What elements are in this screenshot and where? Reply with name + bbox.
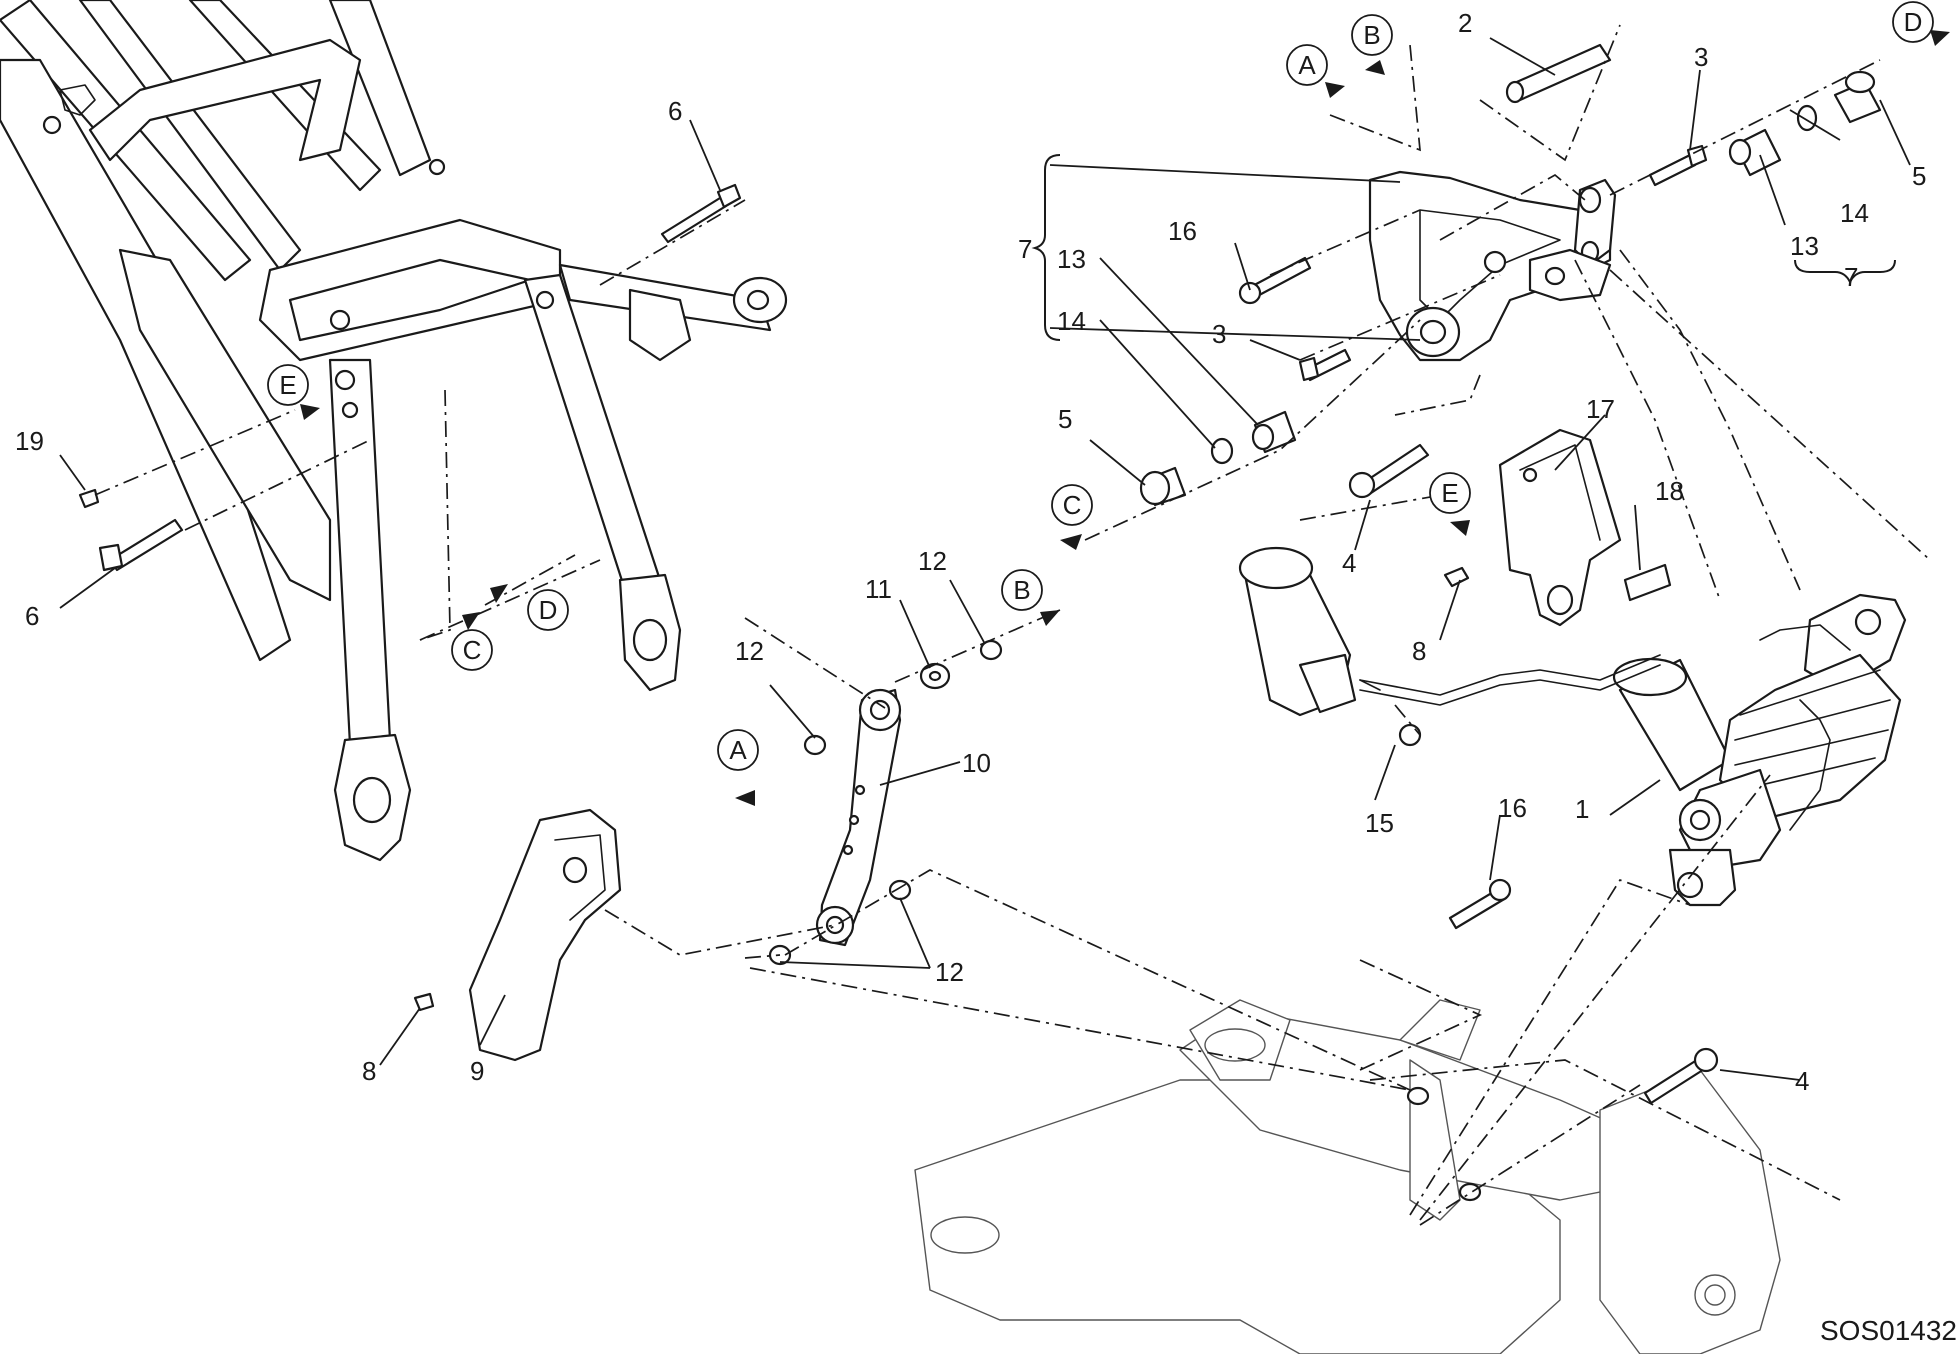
callout-labels: 1 2 3 3 4 4 5 5 6 6 7 7 8 8 9 10 11 12 1…: [15, 8, 1926, 1096]
callout-3-lower: 3: [1212, 319, 1226, 349]
callout-13-right: 13: [1790, 231, 1819, 261]
callout-19: 19: [15, 426, 44, 456]
svg-text:B: B: [1363, 20, 1380, 50]
clip-18: [1623, 563, 1672, 602]
callout-7-group: 7: [1844, 262, 1858, 292]
ref-D-frame: D: [527, 589, 569, 631]
ref-A-upper: A: [1286, 44, 1328, 86]
tie-rod: [815, 688, 902, 947]
callout-16-lower: 16: [1498, 793, 1527, 823]
callout-8-right: 8: [1412, 636, 1426, 666]
callout-13-left: 13: [1057, 244, 1086, 274]
bolt-4-lower: [1643, 1047, 1719, 1105]
spacer-5-left: [1139, 466, 1187, 507]
ref-E-bracket: E: [1429, 472, 1471, 514]
callout-2: 2: [1458, 8, 1472, 38]
bolt-6-lower: [98, 518, 184, 572]
spacer-5-right: [1833, 70, 1882, 124]
bolt-16-lower: [1448, 878, 1512, 930]
washer-14-right: [1796, 104, 1818, 132]
svg-text:E: E: [1441, 478, 1458, 508]
svg-text:C: C: [1063, 490, 1082, 520]
callout-1: 1: [1575, 794, 1589, 824]
callout-4-upper: 4: [1342, 548, 1356, 578]
bushing-12-left: [803, 734, 827, 756]
callout-8-left: 8: [362, 1056, 376, 1086]
callout-5-right: 5: [1912, 161, 1926, 191]
svg-text:D: D: [1904, 7, 1923, 37]
callout-leaders: [59, 37, 1911, 1081]
callout-16-upper: 16: [1168, 216, 1197, 246]
group-7-brace: [1031, 154, 1896, 341]
callout-17: 17: [1586, 394, 1615, 424]
rear-shock-absorber: [1359, 593, 1907, 907]
bracket-17: [1498, 428, 1622, 627]
screw-8-left: [413, 992, 435, 1012]
svg-text:E: E: [279, 370, 296, 400]
callout-4-lower: 4: [1795, 1066, 1809, 1096]
svg-text:D: D: [539, 595, 558, 625]
bolt-3-lower: [1298, 348, 1352, 382]
bolt-4-upper: [1348, 443, 1430, 499]
callout-6-upper: 6: [668, 96, 682, 126]
drawing-code: SOS01432: [1820, 1315, 1957, 1346]
bushing-13-right: [1728, 128, 1782, 177]
callout-12-upper: 12: [918, 546, 947, 576]
screw-8-right: [1443, 566, 1470, 588]
screw-19: [78, 488, 100, 509]
ref-B-upper: B: [1351, 14, 1393, 56]
ref-D-upper: D: [1892, 1, 1934, 43]
svg-text:B: B: [1013, 575, 1030, 605]
nut-15: [1398, 723, 1422, 747]
ref-B-tierod: B: [1001, 569, 1043, 611]
washer-14-left: [1210, 437, 1234, 465]
cover-9: [468, 808, 622, 1062]
ref-C-rocker: C: [1051, 484, 1093, 526]
callout-12-left: 12: [735, 636, 764, 666]
callout-10: 10: [962, 748, 991, 778]
callout-12-lower: 12: [935, 957, 964, 987]
svg-text:C: C: [463, 635, 482, 665]
bolt-6-upper: [660, 183, 742, 244]
callout-5-left: 5: [1058, 404, 1072, 434]
bushing-13-left: [1251, 410, 1297, 454]
main-frame: [0, 0, 788, 862]
ref-C-frame: C: [451, 629, 493, 671]
bolt-16-upper: [1238, 256, 1312, 305]
svg-text:A: A: [729, 735, 747, 765]
callout-6-lower: 6: [25, 601, 39, 631]
callout-7-main: 7: [1018, 234, 1032, 264]
callout-9: 9: [470, 1056, 484, 1086]
washer-11: [919, 662, 951, 690]
callout-11: 11: [865, 574, 892, 604]
callout-14-right: 14: [1840, 198, 1869, 228]
preload-adjuster: [1238, 546, 1381, 717]
callout-18: 18: [1655, 476, 1684, 506]
rocker-link: [1368, 170, 1617, 362]
callout-15: 15: [1365, 808, 1394, 838]
pin-2: [1505, 43, 1612, 104]
ref-A-tierod: A: [717, 729, 759, 771]
ref-E-frame: E: [267, 364, 309, 406]
callout-14-left: 14: [1057, 306, 1086, 336]
callout-3-upper: 3: [1694, 42, 1708, 72]
reference-arrows: [300, 30, 1950, 806]
svg-text:A: A: [1298, 50, 1316, 80]
assembly-axes: [94, 24, 1931, 1226]
reference-letters: A B D E D C C E: [267, 1, 1934, 771]
swingarm: [914, 999, 1781, 1354]
